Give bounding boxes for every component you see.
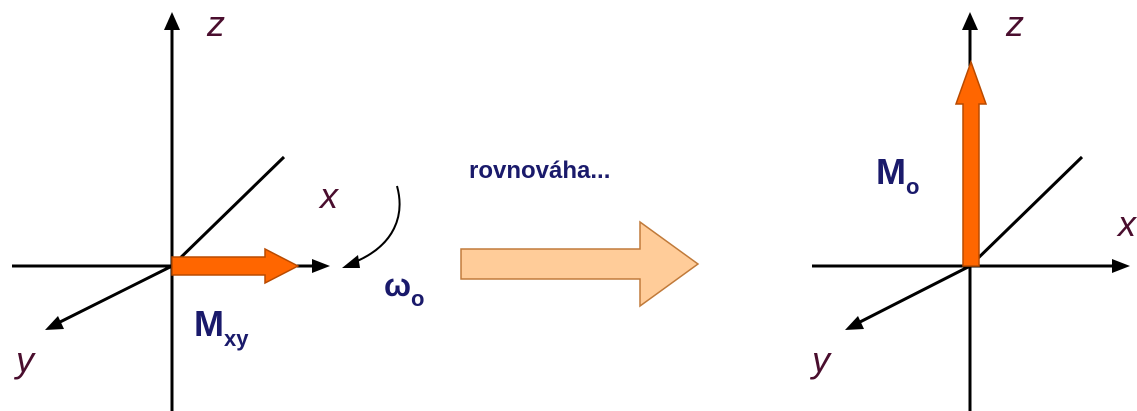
rotation-arc bbox=[354, 185, 401, 263]
omega-symbol: ω bbox=[384, 267, 411, 303]
right-y-axis bbox=[855, 264, 971, 326]
omega-label: ωo bbox=[384, 267, 424, 311]
mxy-label: Mxy bbox=[194, 303, 249, 351]
right-z-arrowhead bbox=[962, 12, 978, 30]
left-upper-diagonal bbox=[170, 155, 286, 268]
right-coordinate-system: z x y Mo bbox=[809, 3, 1137, 411]
mxy-label-main: M bbox=[194, 303, 224, 344]
mo-label: Mo bbox=[876, 151, 919, 199]
right-y-arrowhead bbox=[845, 316, 864, 330]
transition-group: rovnováha... bbox=[460, 157, 700, 308]
left-y-axis bbox=[55, 264, 173, 326]
rotation-arc-arrowhead bbox=[342, 255, 360, 268]
left-x-arrowhead bbox=[312, 259, 330, 273]
right-mo-vector bbox=[954, 59, 988, 267]
right-x-arrowhead bbox=[1112, 259, 1130, 273]
right-z-label: z bbox=[1005, 3, 1024, 44]
left-y-label: y bbox=[13, 339, 36, 380]
right-x-label: x bbox=[1116, 203, 1137, 244]
mo-label-main: M bbox=[876, 151, 906, 192]
mxy-label-sub: xy bbox=[224, 326, 249, 351]
transition-caption: rovnováha... bbox=[469, 157, 610, 184]
right-upper-diagonal bbox=[968, 155, 1084, 268]
left-z-arrowhead bbox=[164, 12, 180, 30]
left-mxy-vector bbox=[171, 247, 300, 285]
transition-arrow bbox=[460, 220, 700, 308]
left-x-label: x bbox=[318, 175, 340, 216]
omega-sub: o bbox=[411, 286, 424, 311]
left-z-label: z bbox=[206, 3, 225, 44]
mo-label-sub: o bbox=[906, 174, 919, 199]
left-coordinate-system: z x y Mxy ωo bbox=[12, 3, 424, 411]
left-y-arrowhead bbox=[45, 316, 64, 330]
right-y-label: y bbox=[809, 339, 832, 380]
